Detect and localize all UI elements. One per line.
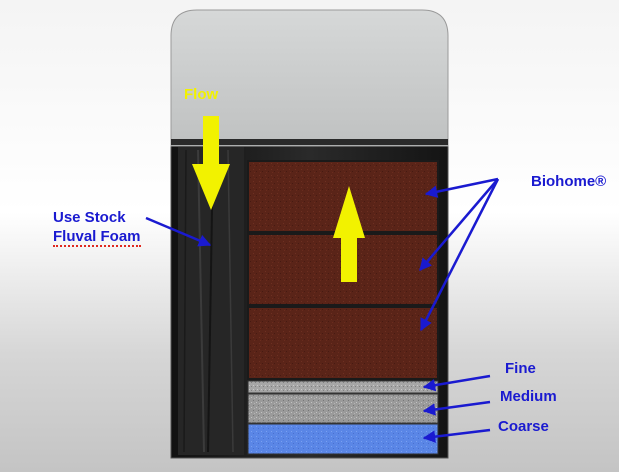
coarse-media-layer: [247, 423, 439, 455]
foam-label-text: Fluval Foam: [53, 228, 141, 247]
biohome-pointer-2: [419, 178, 499, 271]
fine-media-layer: [247, 380, 439, 394]
fine-label: Fine: [505, 360, 536, 377]
foam-label-line2: Fluval Foam: [53, 228, 141, 247]
fine-pointer: [422, 374, 491, 392]
lid-rim: [171, 139, 448, 145]
up-arrow-icon: [333, 186, 365, 282]
flow-label: Flow: [184, 86, 219, 103]
foam-label-line1: Use Stock: [53, 209, 126, 226]
coarse-label: Coarse: [498, 418, 549, 435]
biohome-label: Biohome®: [531, 173, 607, 190]
biohome-tray-3: [247, 306, 439, 380]
medium-pointer: [422, 400, 491, 416]
biohome-pointer-1: [424, 177, 499, 198]
down-arrow-icon: [192, 116, 230, 210]
medium-label: Medium: [500, 388, 557, 405]
medium-media-layer: [247, 393, 439, 424]
media-stack: [247, 160, 439, 455]
canister-lid: [170, 9, 449, 147]
biohome-pointer-3: [419, 178, 500, 332]
foam-pointer: [145, 216, 212, 247]
coarse-pointer: [422, 428, 491, 443]
